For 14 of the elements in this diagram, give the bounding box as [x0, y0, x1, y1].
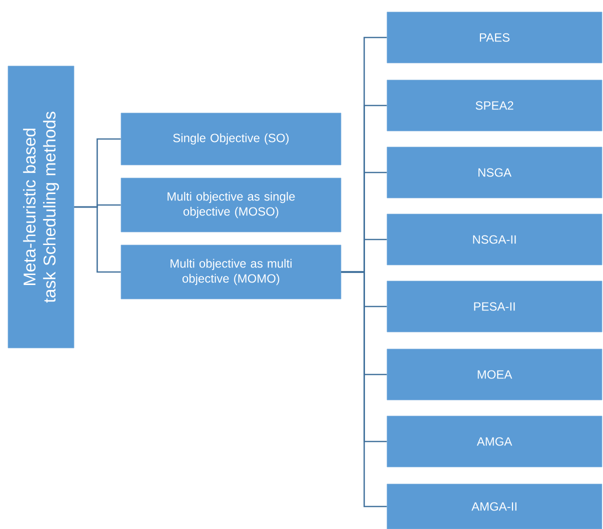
method-box: AMGA-II [386, 484, 602, 529]
connector [74, 206, 121, 273]
method-box: PESA-II [386, 280, 602, 332]
method-box: SPEA2 [386, 80, 602, 132]
connector [341, 271, 387, 508]
method-box: Multi objective as multi objective (MOMO) [120, 244, 342, 300]
method-box: AMGA [386, 416, 602, 468]
category-box: Meta-heuristic based task Scheduling methods [8, 66, 74, 348]
method-box: PAES [386, 12, 602, 64]
method-box: MOEA [386, 348, 602, 400]
method-box: NSGA [386, 146, 602, 198]
method-box: Multi objective as single objective (MOSO) [120, 178, 342, 232]
method-box: Single Objective (SO) [120, 112, 342, 166]
method-box: NSGA-II [386, 214, 602, 266]
